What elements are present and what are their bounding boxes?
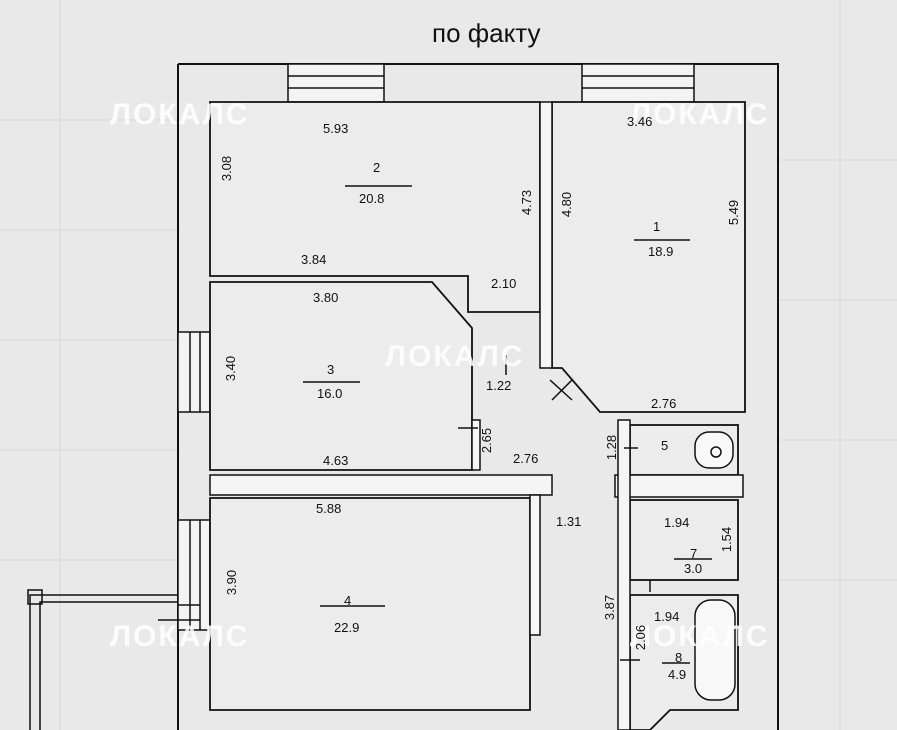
room-1-number: 1 bbox=[653, 219, 661, 234]
balcony bbox=[27, 589, 178, 730]
room-1-area: 18.9 bbox=[648, 244, 674, 259]
plan-title: по факту bbox=[432, 18, 541, 48]
room-3 bbox=[209, 281, 473, 471]
watermark: ЛОКАЛС bbox=[110, 620, 250, 653]
room-7-area: 3.0 bbox=[684, 561, 703, 576]
dim-r1-bottom: 2.76 bbox=[651, 396, 677, 411]
room-walls bbox=[209, 101, 746, 730]
dim-r8-left-outer: 3.87 bbox=[602, 594, 618, 621]
room-2-area: 20.8 bbox=[359, 191, 385, 206]
room-4-area: 22.9 bbox=[334, 620, 360, 635]
dim-door-122: 1.22 bbox=[486, 378, 512, 393]
watermark: ЛОКАЛС bbox=[110, 98, 250, 131]
dim-r1-left: 4.80 bbox=[559, 191, 575, 218]
door-marks bbox=[158, 355, 651, 661]
room-4 bbox=[209, 497, 531, 711]
room-5-number: 5 bbox=[661, 438, 669, 453]
dim-r2-bottom: 3.84 bbox=[301, 252, 327, 267]
room-8-number: 8 bbox=[675, 650, 683, 665]
watermark: ЛОКАЛС bbox=[630, 620, 770, 653]
dim-r2-left: 3.08 bbox=[219, 155, 235, 182]
dim-r7-bottom: 1.94 bbox=[654, 609, 680, 624]
room-2-number: 2 bbox=[373, 160, 381, 175]
room-7 bbox=[629, 499, 739, 581]
bathtub bbox=[694, 599, 736, 701]
fixtures bbox=[694, 431, 736, 701]
dim-r8-left-inner: 2.06 bbox=[633, 624, 649, 651]
dim-hall-upper: 2.10 bbox=[491, 276, 517, 291]
room-3-number: 3 bbox=[327, 362, 335, 377]
windows bbox=[177, 63, 695, 631]
dim-hall-131: 1.31 bbox=[556, 514, 582, 529]
dim-r4-left: 3.90 bbox=[224, 569, 240, 596]
dim-r5-left: 1.28 bbox=[604, 434, 620, 461]
dim-hall-276: 2.76 bbox=[513, 451, 539, 466]
watermark: ЛОКАЛС bbox=[385, 340, 525, 373]
dim-r1-top: 3.46 bbox=[627, 114, 653, 129]
dim-door-265: 2.65 bbox=[479, 427, 495, 454]
dim-r3-left: 3.40 bbox=[223, 355, 239, 382]
room-7-number: 7 bbox=[690, 546, 698, 561]
dim-r2-top: 5.93 bbox=[323, 121, 349, 136]
dim-r2-right: 4.73 bbox=[519, 189, 535, 216]
room-3-area: 16.0 bbox=[317, 386, 343, 401]
watermark: ЛОКАЛС bbox=[630, 98, 770, 131]
dim-r4-top: 5.88 bbox=[316, 501, 342, 516]
dim-r7-right: 1.54 bbox=[719, 526, 735, 553]
dim-r1-right: 5.49 bbox=[726, 199, 742, 226]
dim-r7-top: 1.94 bbox=[664, 515, 690, 530]
dim-r3-bottom: 4.63 bbox=[323, 453, 349, 468]
dim-r3-top: 3.80 bbox=[313, 290, 339, 305]
room-4-number: 4 bbox=[344, 593, 352, 608]
room-8-area: 4.9 bbox=[668, 667, 687, 682]
partitions bbox=[209, 101, 744, 730]
